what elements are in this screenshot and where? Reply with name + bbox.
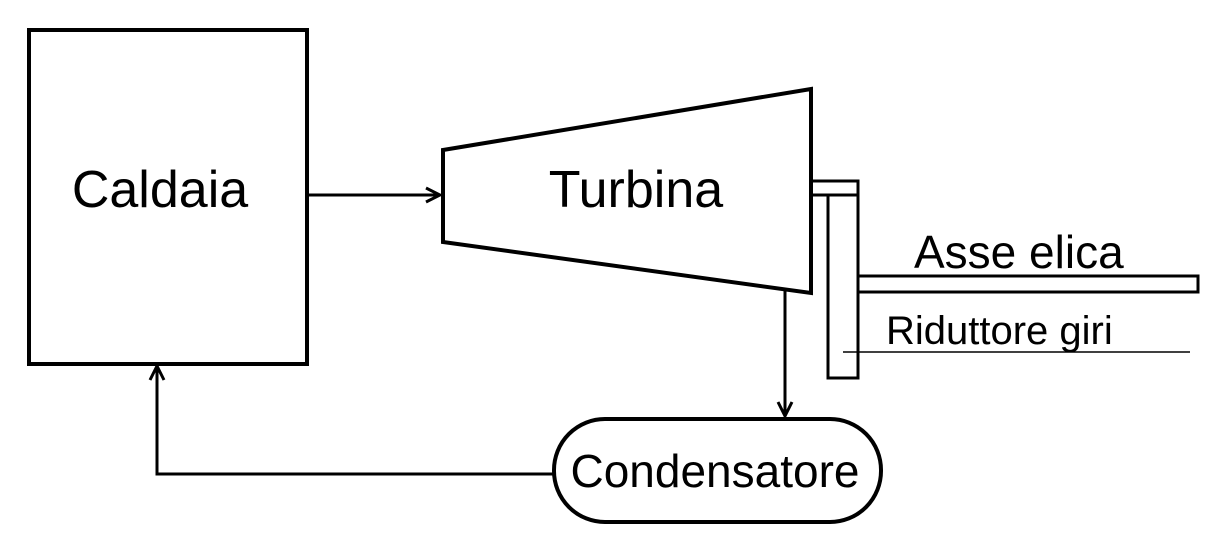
boiler-label: Caldaia xyxy=(72,161,248,219)
reduction-gear-plate xyxy=(826,193,860,380)
condenser-block: Condensatore xyxy=(552,417,883,524)
reduction-gear-label: Riduttore giri xyxy=(886,309,1113,353)
return-flow-arrow xyxy=(157,366,554,476)
condenser-shape xyxy=(552,417,883,524)
propeller-shaft xyxy=(856,274,1200,294)
propeller-shaft-label: Asse elica xyxy=(914,226,1124,278)
turbine-block: Turbina xyxy=(441,86,813,296)
condenser-label: Condensatore xyxy=(571,445,860,497)
boiler-block: Caldaia xyxy=(27,28,309,366)
turbine-shape xyxy=(441,86,813,296)
turbine-label: Turbina xyxy=(549,161,723,219)
boiler-box xyxy=(27,28,309,366)
turbine-output-shaft xyxy=(809,179,860,197)
